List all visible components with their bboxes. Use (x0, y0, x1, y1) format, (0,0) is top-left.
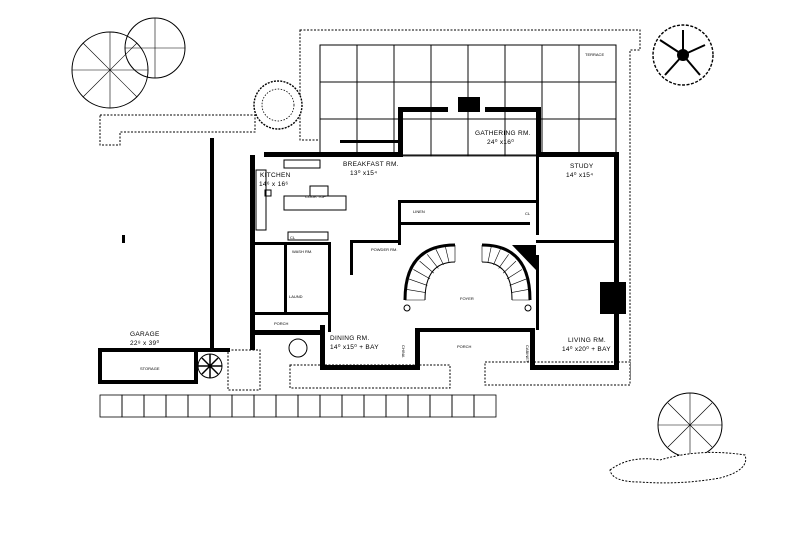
terrace-tile (541, 81, 580, 120)
room-label-powder: POWDER RM. (371, 247, 397, 252)
walkway-tile (143, 394, 167, 418)
terrace-tile (319, 81, 358, 120)
room-label-garage: GARAGE (130, 331, 160, 338)
room-labels: GATHERING RM. 24⁰ x16⁰ BREAKFAST RM. 13⁰… (130, 52, 611, 371)
stair-tread (506, 269, 523, 280)
label-linen: LINEN (413, 209, 425, 214)
walkway-tile (253, 394, 277, 418)
walkway-tile (473, 394, 497, 418)
terrace-tile (504, 44, 543, 83)
walkway-tile (319, 394, 343, 418)
room-label-porch-side: PORCH (274, 321, 289, 326)
stair-tread (435, 249, 444, 266)
stair-tread (444, 245, 450, 263)
terrace-tile (541, 118, 580, 157)
walkway-tile (341, 394, 365, 418)
terrace-tile (319, 44, 358, 83)
porch-columns (288, 304, 532, 358)
front-walkway (99, 394, 497, 418)
interior-walls (250, 155, 616, 332)
stair-tread (408, 278, 428, 286)
room-size-living: 14⁰ x20⁰ + BAY (562, 345, 611, 353)
walkway-tile (407, 394, 431, 418)
stair-tread (498, 254, 509, 269)
label-closet: CL (525, 211, 531, 216)
room-size-study: 14⁰ x15⁴ (566, 171, 593, 179)
room-label-laund: LAUND (289, 294, 303, 299)
label-kitchen-cl: CL (290, 235, 296, 240)
room-label-gathering: GATHERING RM. (475, 130, 531, 137)
stair-tread (493, 249, 501, 266)
walkway-tile (363, 394, 387, 418)
garage-walls (98, 138, 230, 384)
terrace-tile (430, 118, 469, 157)
front-hedge (227, 349, 261, 391)
walkway-tile (187, 394, 211, 418)
walkway-tile (209, 394, 233, 418)
stair-tread (487, 245, 492, 263)
house-walls (250, 97, 626, 370)
label-china: CHINA (401, 345, 406, 358)
walkway-tile (429, 394, 453, 418)
room-size-dining: 14⁰ x15⁰ + BAY (330, 343, 379, 351)
stair-tread (503, 260, 517, 274)
room-label-breakfast: BREAKFAST RM. (343, 161, 399, 168)
terrace (299, 29, 641, 381)
plant-icon (197, 353, 223, 379)
room-size-kitchen: 14⁶ x 16⁶ (259, 181, 288, 188)
walkway-tile (165, 394, 189, 418)
walkway-tile (99, 394, 123, 418)
room-size-garage: 22⁸ x 39⁰ (130, 339, 159, 347)
kitchen-counters (255, 159, 347, 241)
room-size-gathering: 24⁰ x16⁰ (487, 138, 514, 146)
stair-tread (413, 269, 431, 280)
terrace-tile (467, 44, 506, 83)
terrace-tile (430, 44, 469, 83)
stair-tread (419, 260, 434, 274)
curved-staircase (403, 243, 536, 301)
room-label-dining: DINING RM. (330, 335, 369, 342)
terrace-tile (319, 118, 358, 157)
terrace-tile (541, 44, 580, 83)
room-label-study: STUDY (570, 163, 594, 170)
room-label-foyer: FOYER (460, 296, 474, 301)
tree-icon (652, 24, 714, 86)
room-label-storage: STORAGE (140, 366, 160, 371)
shrub-icon (253, 80, 303, 130)
room-label-porch-front: PORCH (457, 344, 472, 349)
terrace-tile (356, 118, 395, 157)
garden-hedge (99, 114, 256, 146)
walkway-tile (297, 394, 321, 418)
label-cooktop: COOK TOP (305, 194, 326, 199)
terrace-tile (356, 44, 395, 83)
walkway-tile (121, 394, 145, 418)
walkway-tile (231, 394, 255, 418)
terrace-tile (356, 81, 395, 120)
terrace-tile (578, 44, 617, 83)
terrace-tile (393, 44, 432, 83)
room-label-wash: WASH RM. (292, 249, 312, 254)
room-label-living: LIVING RM. (568, 337, 606, 344)
label-cabinet: CABINET (525, 345, 530, 363)
tree-icon (71, 17, 186, 109)
room-label-terrace: TERRACE (585, 52, 604, 57)
terrace-tile (578, 118, 617, 157)
walkway-tile (451, 394, 475, 418)
stair-tread (426, 254, 439, 269)
stair-tread (509, 278, 527, 286)
walkway-tile (385, 394, 409, 418)
tree-icon (609, 392, 747, 484)
terrace-tile (578, 81, 617, 120)
stair-tread (405, 288, 426, 293)
room-label-kitchen: KITCHEN (260, 172, 291, 179)
walkway-tile (275, 394, 299, 418)
terrace-tile (467, 118, 506, 157)
stair-tread (511, 288, 530, 293)
room-size-breakfast: 13⁰ x15⁴ (350, 169, 377, 177)
